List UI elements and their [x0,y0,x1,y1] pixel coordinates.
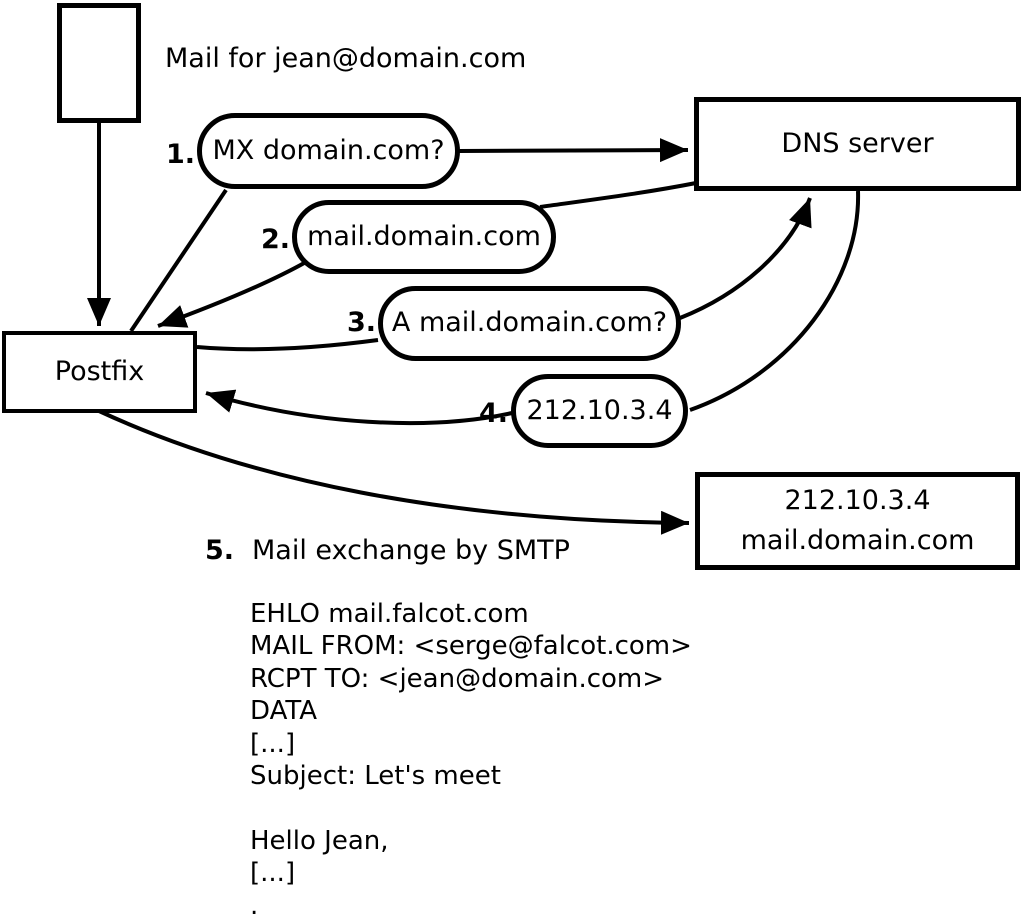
smtp-line: [...] [250,728,296,759]
smtp-line: Subject: Let's meet [250,760,501,791]
smtp-line: . [250,890,259,919]
arrow-reply4-to-postfix [205,389,513,425]
line-dns-to-reply2 [539,181,697,209]
smtp-line: DATA [250,696,317,727]
smtp-line: Hello Jean, [250,825,389,856]
step-number-1: 1. [165,139,195,170]
pill-query-mx-label: MX domain.com? [212,134,445,166]
step-number-4: 4. [478,398,508,429]
node-dns-server: DNS server [694,97,1021,191]
pill-reply-a-label: 212.10.3.4 [526,394,673,426]
diagram-title: Mail for jean@domain.com [165,43,527,74]
step-5-label: Mail exchange by SMTP [252,535,570,566]
line-dns-to-reply4 [689,190,861,412]
node-mail-server-hostname: mail.domain.com [740,525,975,556]
arrow-postfix-to-mailserver [98,409,690,535]
step-number-2: 2. [260,224,290,255]
node-postfix: Postfix [2,331,197,413]
arrow-query3-to-dns [679,197,812,320]
smtp-line [250,792,692,824]
node-mail-server: 212.10.3.4 mail.domain.com [695,472,1020,570]
line-postfix-to-query1 [129,188,228,333]
smtp-line: RCPT TO: <jean@domain.com> [250,663,665,694]
arrow-query1-to-dns [458,138,689,163]
smtp-line: [...] [250,858,296,889]
arrow-reply2-to-postfix [157,260,307,328]
node-dns-server-label: DNS server [781,127,934,159]
line-postfix-to-query3 [196,338,379,352]
pill-query-mx: MX domain.com? [197,113,460,189]
pill-reply-mx-label: mail.domain.com [307,220,541,252]
node-mail-server-ip: 212.10.3.4 [784,484,931,516]
pill-reply-mx: mail.domain.com [292,200,556,274]
smtp-session-transcript: EHLO mail.falcot.com MAIL FROM: <serge@f… [250,598,692,919]
pill-query-a-label: A mail.domain.com? [391,307,668,339]
step-number-5: 5. [204,535,234,566]
step-number-3: 3. [346,307,376,338]
node-postfix-label: Postfix [54,355,145,387]
pill-reply-a: 212.10.3.4 [511,374,688,448]
smtp-line: MAIL FROM: <serge@falcot.com> [250,631,692,662]
pill-query-a: A mail.domain.com? [378,286,681,361]
mail-envelope-icon [57,3,141,123]
smtp-line: EHLO mail.falcot.com [250,599,529,629]
